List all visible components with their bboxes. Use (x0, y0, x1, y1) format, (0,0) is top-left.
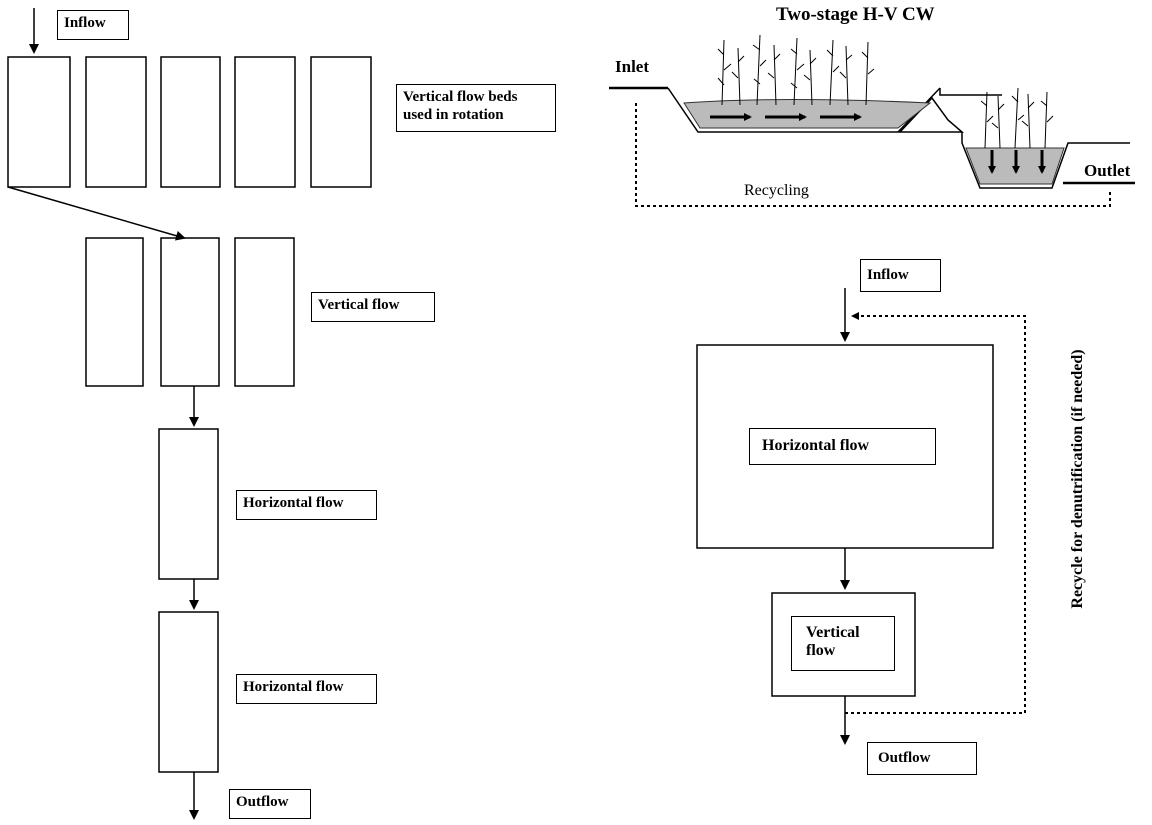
basin-2 (961, 132, 1130, 189)
reed (731, 47, 745, 106)
reed (1040, 91, 1054, 149)
recycling-line (635, 103, 1111, 207)
vertical-bed-4 (234, 56, 296, 188)
vertical-bed-2 (85, 56, 147, 188)
inflow-label-left: Inflow (57, 10, 129, 40)
vertical-flow-bed (771, 592, 916, 697)
vertical-stage-bed-2 (160, 237, 220, 387)
horizontal-bed-2 (158, 611, 219, 773)
inflow-label-right: Inflow (860, 259, 941, 292)
inlet-label: Inlet (615, 57, 649, 76)
reeds-bed-1 (717, 34, 875, 106)
horizontal-bed-1 (158, 428, 219, 580)
substrate-1 (683, 99, 932, 129)
vertical-bed-1 (7, 56, 71, 188)
horizontal-flow-label-right: Horizontal flow (749, 428, 936, 465)
horizontal-flow-label-2: Horizontal flow (236, 674, 377, 704)
reed (991, 95, 1005, 149)
vertical-stage-bed-1 (85, 237, 144, 387)
left-flow-diagram (7, 8, 372, 820)
reed (790, 37, 805, 106)
reeds-bed-2 (980, 87, 1054, 149)
outflow-label-left: Outflow (229, 789, 311, 819)
reed (839, 45, 853, 106)
right-flow-diagram (696, 288, 1026, 745)
reed (803, 49, 817, 106)
reed (767, 44, 781, 106)
vertical-flow-label: Vertical flow (311, 292, 435, 322)
recycling-label: Recycling (744, 182, 809, 199)
cross-section-diagram (609, 34, 1135, 207)
vertical-beds-note: Vertical flow beds used in rotation (396, 84, 556, 132)
recycle-line (845, 312, 1026, 714)
reed (1021, 93, 1035, 149)
reed (752, 34, 767, 106)
recycle-note: Recycle for denutrification (if needed) (1069, 349, 1086, 609)
ground-level-1 (939, 88, 1002, 96)
vertical-stage-bed-3 (234, 237, 295, 387)
reed (1011, 87, 1025, 149)
reed (826, 39, 840, 106)
vertical-flow-arrows (988, 150, 1046, 174)
vertical-flow-label-right: Vertical flow (791, 616, 895, 671)
cross-section-title: Two-stage H-V CW (776, 4, 935, 25)
reed (861, 41, 875, 106)
transfer-arrow (7, 186, 186, 241)
vertical-bed-5 (310, 56, 372, 188)
reed (980, 91, 994, 149)
reed (717, 39, 732, 106)
outflow-label-right: Outflow (867, 742, 977, 775)
outlet-label: Outlet (1084, 161, 1131, 180)
vertical-bed-3 (160, 56, 221, 188)
horizontal-flow-label-1: Horizontal flow (236, 490, 377, 520)
